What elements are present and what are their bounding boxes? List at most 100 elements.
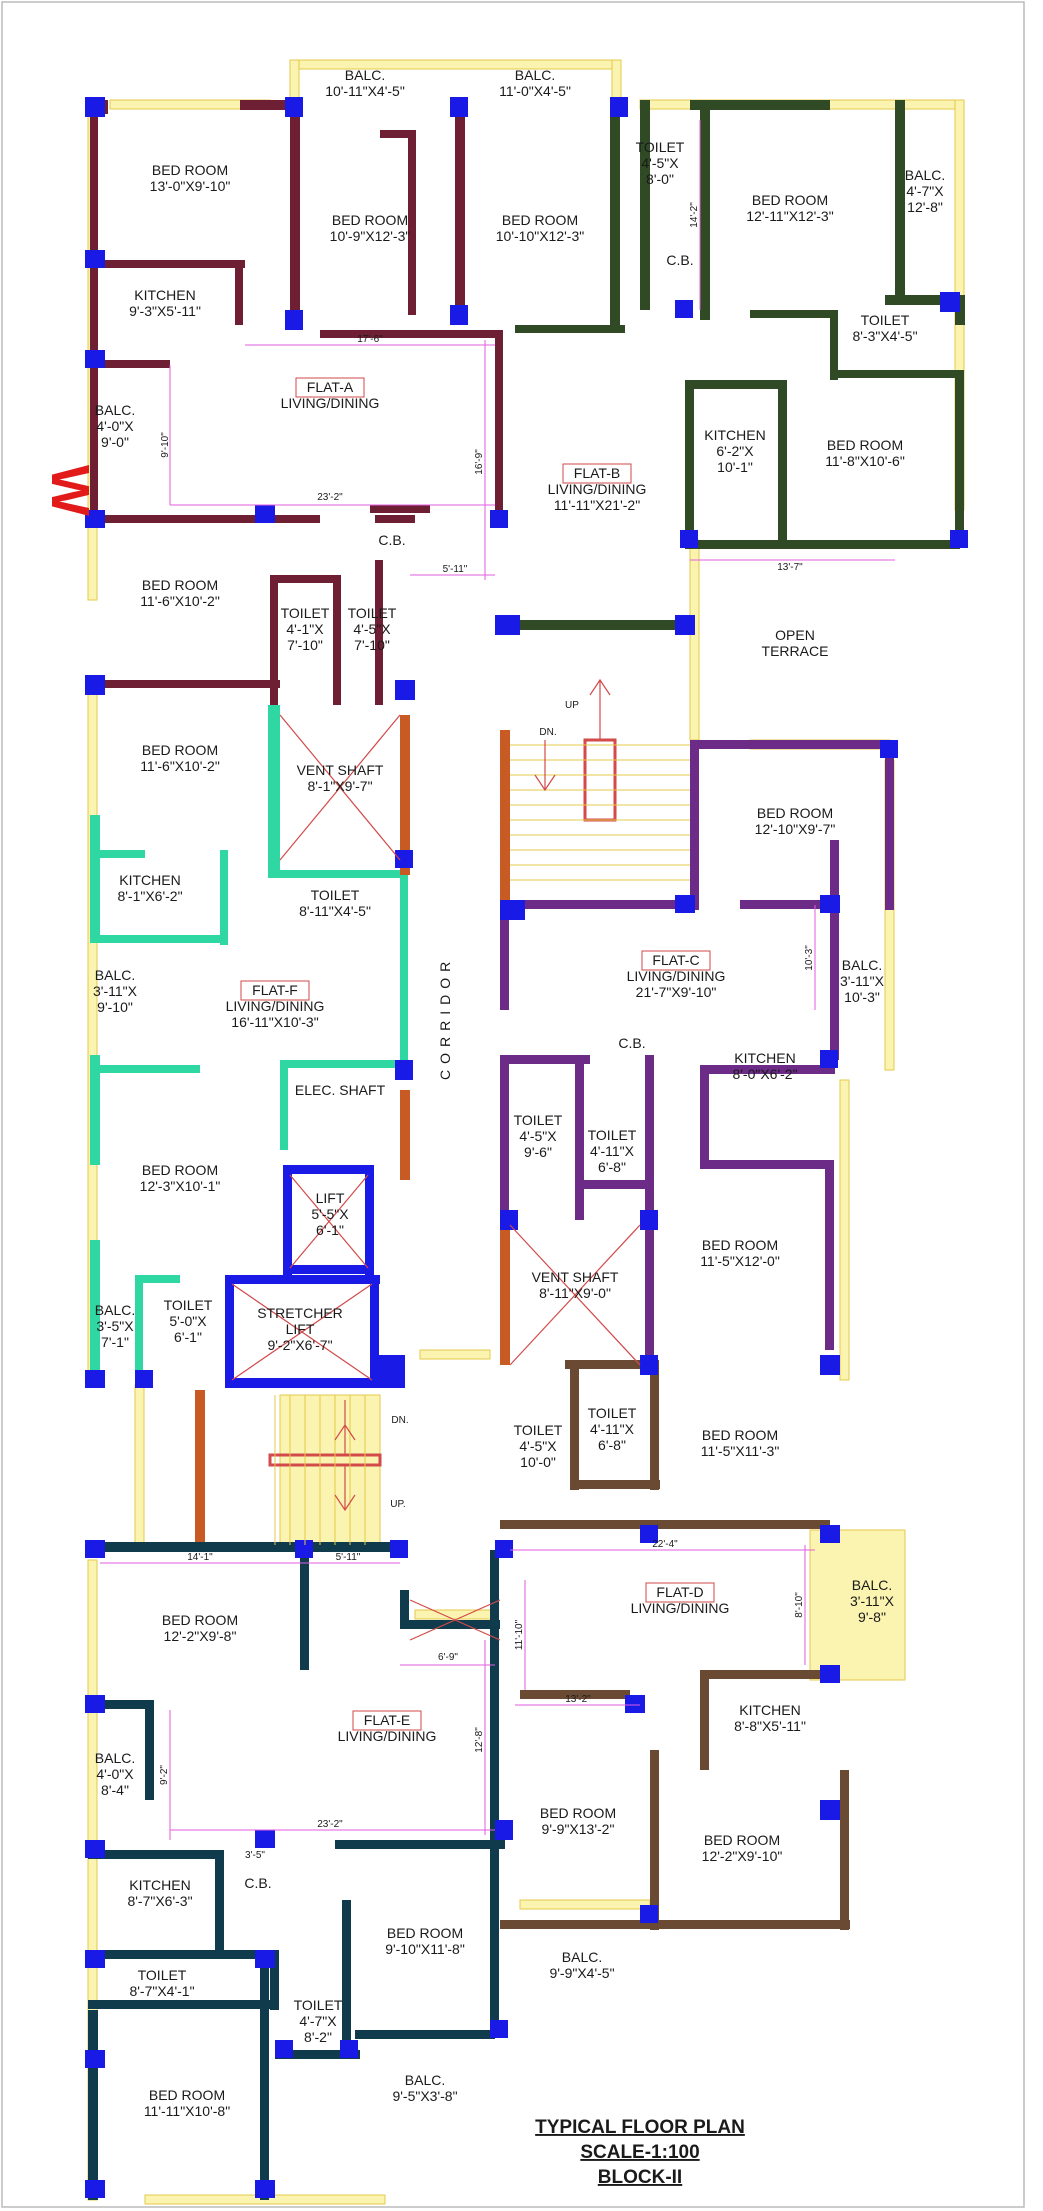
svg-text:6'-8": 6'-8" bbox=[598, 1437, 626, 1453]
svg-text:9'-9"X13'-2": 9'-9"X13'-2" bbox=[542, 1821, 615, 1837]
svg-text:8'-1"X9'-7": 8'-1"X9'-7" bbox=[307, 778, 372, 794]
svg-text:BALC.: BALC. bbox=[562, 1949, 602, 1965]
svg-text:11'-0"X4'-5": 11'-0"X4'-5" bbox=[499, 83, 571, 99]
dimension-text: 22'-4" bbox=[652, 1539, 678, 1550]
svg-text:BALC.: BALC. bbox=[345, 67, 385, 83]
plan-block: BLOCK-II bbox=[598, 2167, 682, 2188]
svg-text:BED ROOM: BED ROOM bbox=[702, 1427, 778, 1443]
svg-text:11'-5"X11'-3": 11'-5"X11'-3" bbox=[701, 1443, 780, 1459]
stair-down-label: DN. bbox=[539, 727, 556, 738]
svg-text:12'-10"X9'-7": 12'-10"X9'-7" bbox=[755, 821, 836, 837]
svg-text:VENT SHAFT: VENT SHAFT bbox=[297, 762, 384, 778]
svg-text:LIFT: LIFT bbox=[286, 1321, 315, 1337]
svg-text:5'-5"X: 5'-5"X bbox=[311, 1206, 349, 1222]
dimension-text: 13'-2" bbox=[565, 1694, 591, 1705]
svg-text:BALC.: BALC. bbox=[852, 1577, 892, 1593]
plan-scale: SCALE-1:100 bbox=[580, 2142, 699, 2163]
svg-text:4'-11"X: 4'-11"X bbox=[590, 1421, 635, 1437]
dimension-lines bbox=[100, 120, 895, 1840]
svg-text:BED ROOM: BED ROOM bbox=[540, 1805, 616, 1821]
svg-text:10'-3": 10'-3" bbox=[844, 989, 880, 1005]
lift-walls bbox=[225, 1165, 405, 1388]
svg-text:BALC.: BALC. bbox=[95, 1750, 135, 1766]
svg-text:BED ROOM: BED ROOM bbox=[387, 1925, 463, 1941]
svg-text:9'-3"X5'-11": 9'-3"X5'-11" bbox=[129, 303, 201, 319]
svg-text:BED ROOM: BED ROOM bbox=[704, 1832, 780, 1848]
flat-f-walls bbox=[90, 705, 408, 1385]
svg-text:9'-2"X6'-7": 9'-2"X6'-7" bbox=[267, 1337, 332, 1353]
svg-text:LIFT: LIFT bbox=[316, 1190, 345, 1206]
svg-text:6'-2"X: 6'-2"X bbox=[716, 443, 754, 459]
svg-text:8'-7"X6'-3": 8'-7"X6'-3" bbox=[127, 1893, 192, 1909]
svg-text:LIVING/DINING: LIVING/DINING bbox=[548, 481, 647, 497]
columns bbox=[85, 97, 968, 2198]
svg-text:BALC.: BALC. bbox=[515, 67, 555, 83]
svg-text:BALC.: BALC. bbox=[905, 167, 945, 183]
svg-text:BED ROOM: BED ROOM bbox=[162, 1612, 238, 1628]
svg-text:8'-7"X4'-1": 8'-7"X4'-1" bbox=[129, 1983, 194, 1999]
corridor-label: CORRIDOR bbox=[437, 956, 453, 1080]
stair-up-label: UP. bbox=[390, 1499, 405, 1510]
svg-text:KITCHEN: KITCHEN bbox=[739, 1702, 800, 1718]
svg-text:TERRACE: TERRACE bbox=[762, 643, 829, 659]
dimension-text: 5'-11" bbox=[336, 1552, 361, 1563]
svg-text:BALC.: BALC. bbox=[405, 2072, 445, 2088]
staircase-bottom bbox=[268, 1395, 382, 1545]
cb-label: C.B. bbox=[666, 252, 693, 268]
svg-text:FLAT-F: FLAT-F bbox=[252, 982, 298, 998]
room-label: BALC.3'-11"X10'-3" bbox=[840, 957, 885, 1005]
svg-text:8'-2": 8'-2" bbox=[304, 2029, 332, 2045]
stair-up-label: UP bbox=[565, 700, 579, 711]
dimension-text: 3'-5" bbox=[245, 1850, 265, 1861]
svg-text:10'-11"X4'-5": 10'-11"X4'-5" bbox=[325, 83, 405, 99]
svg-text:8'-0"X6'-2": 8'-0"X6'-2" bbox=[732, 1066, 797, 1082]
svg-text:8'-0": 8'-0" bbox=[646, 171, 674, 187]
dimension-text: 11'-10" bbox=[514, 1619, 525, 1650]
svg-text:10'-1": 10'-1" bbox=[717, 459, 753, 475]
svg-text:4'-5"X: 4'-5"X bbox=[519, 1128, 557, 1144]
svg-text:6'-1": 6'-1" bbox=[316, 1222, 344, 1238]
svg-text:11'-5"X12'-0": 11'-5"X12'-0" bbox=[700, 1253, 780, 1269]
svg-text:11'-6"X10'-2": 11'-6"X10'-2" bbox=[140, 758, 220, 774]
orange-walls bbox=[195, 715, 510, 1545]
svg-text:21'-7"X9'-10": 21'-7"X9'-10" bbox=[636, 984, 717, 1000]
staircase-top bbox=[510, 678, 690, 881]
svg-text:FLAT-B: FLAT-B bbox=[574, 465, 620, 481]
svg-text:8'-1"X6'-2": 8'-1"X6'-2" bbox=[117, 888, 182, 904]
svg-text:4'-5"X: 4'-5"X bbox=[353, 621, 391, 637]
svg-text:4'-7"X: 4'-7"X bbox=[906, 183, 944, 199]
svg-text:9'-9"X4'-5": 9'-9"X4'-5" bbox=[549, 1965, 614, 1981]
svg-text:10'-10"X12'-3": 10'-10"X12'-3" bbox=[496, 228, 584, 244]
svg-text:BED ROOM: BED ROOM bbox=[757, 805, 833, 821]
svg-text:FLAT-C: FLAT-C bbox=[652, 952, 699, 968]
svg-text:BED ROOM: BED ROOM bbox=[827, 437, 903, 453]
dimension-text: 8'-10" bbox=[794, 1592, 805, 1618]
dimension-text: 23'-2" bbox=[317, 1819, 343, 1830]
svg-text:TOILET: TOILET bbox=[861, 312, 910, 328]
svg-text:9'-6": 9'-6" bbox=[524, 1144, 552, 1160]
svg-text:11'-8"X10'-6": 11'-8"X10'-6" bbox=[825, 453, 905, 469]
svg-text:9'-0": 9'-0" bbox=[101, 434, 129, 450]
flat-a-walls bbox=[88, 100, 503, 705]
svg-text:TOILET: TOILET bbox=[588, 1127, 637, 1143]
svg-text:KITCHEN: KITCHEN bbox=[129, 1877, 190, 1893]
svg-text:9'-5"X3'-8": 9'-5"X3'-8" bbox=[392, 2088, 457, 2104]
room-label: BALC.3'-5"X7'-1" bbox=[95, 1302, 135, 1350]
svg-text:FLAT-A: FLAT-A bbox=[307, 379, 354, 395]
svg-text:6'-1": 6'-1" bbox=[174, 1329, 202, 1345]
